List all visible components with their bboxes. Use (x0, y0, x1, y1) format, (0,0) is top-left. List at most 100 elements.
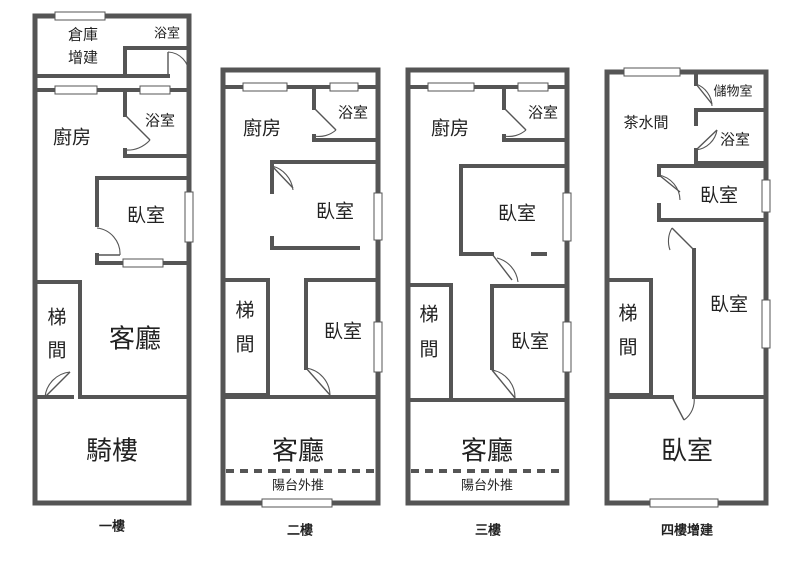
floor-2-door (305, 367, 331, 396)
floor-2-door (271, 165, 294, 189)
floor-2-plan: 廚房 浴室 臥室 梯 間 臥室 客廳 陽台外推 二樓 (220, 67, 383, 539)
floor-4-door (695, 129, 718, 151)
floor-3-bedroom-2-label: 臥室 (511, 331, 549, 353)
floor-4-title: 四樓增建 (661, 523, 713, 539)
floor-1-warehouse-label: 增建 (68, 49, 98, 67)
floor-2-bath-label: 浴室 (338, 104, 368, 122)
floor-2-door (271, 165, 294, 191)
floor-3-door (503, 107, 527, 131)
floor-1-stair-label: 間 (47, 340, 66, 362)
floor-3-bath-label: 浴室 (528, 104, 558, 122)
floor-1-title: 一樓 (99, 519, 125, 535)
floor-2-kitchen-label: 廚房 (243, 117, 281, 140)
floor-3-plan: 廚房 浴室 臥室 梯 間 臥室 客廳 陽台外推 三樓 (405, 67, 572, 539)
floor-1-door (167, 51, 190, 75)
floor-1-door (44, 371, 71, 398)
floor-4-window (761, 179, 771, 213)
floor-2-window (261, 498, 333, 508)
floor-1-door (124, 114, 151, 141)
floor-1-top-bath-label: 浴室 (154, 26, 180, 42)
floor-2-outer-wall (220, 67, 381, 506)
floor-2-living-label: 客廳 (272, 437, 324, 467)
floor-4-plan: 茶水間 儲物室 浴室 臥室 梯 間 臥室 臥室 四樓增建 (604, 67, 771, 539)
floor-4-door (695, 83, 713, 107)
floor-4-bedroom-wall (657, 164, 768, 177)
floor-2-bedroom-wall (270, 236, 360, 250)
floor-3-stair-label: 梯 (419, 304, 438, 326)
floor-3-door (503, 129, 527, 137)
floor-3-bedroom-wall (459, 164, 569, 256)
floor-1-top-bath-wall (123, 46, 191, 78)
floor-1-bath-wall (123, 148, 191, 158)
floor-2-door (305, 367, 331, 396)
floor-2-balcony-label: 陽台外推 (272, 479, 324, 494)
floor-1-stair-label: 梯 (47, 307, 66, 329)
floor-2-bath-wall (312, 134, 380, 142)
floor-2-door (313, 129, 337, 137)
floor-1-kitchen-label: 廚房 (53, 126, 91, 149)
floor-4-stair-label: 間 (618, 337, 637, 359)
floor-1-bath-label: 浴室 (145, 112, 175, 130)
floor-3-window (427, 82, 475, 92)
floor-3-door (491, 253, 513, 281)
floor-4-bedroom-2-label: 臥室 (710, 294, 748, 316)
floor-4-door (695, 83, 713, 105)
floor-4-window (649, 498, 719, 508)
floor-3-door (496, 257, 519, 283)
floor-4-outer-wall (604, 69, 769, 506)
floor-2-title: 二樓 (287, 523, 313, 539)
floor-2-stair-label: 梯 (235, 300, 254, 322)
floor-3-bath-wall (502, 134, 569, 142)
floor-1-window (184, 191, 194, 243)
floor-2-window (373, 192, 383, 241)
floor-1-arcade-label: 騎樓 (86, 437, 138, 467)
floor-2-window (329, 82, 359, 92)
floor-4-door (658, 174, 681, 201)
floor-4-door (683, 396, 695, 421)
floor-3-window (562, 321, 572, 373)
floor-4-stair-label: 梯 (618, 303, 637, 325)
floor-1-window (54, 11, 106, 21)
floor-1-bedroom-wall (95, 176, 191, 227)
floor-3-door (491, 369, 516, 399)
floor-1-window (122, 258, 164, 268)
floor-1-door (124, 139, 151, 151)
floor-2-stair-label: 間 (235, 334, 254, 356)
floor-4-window (761, 299, 771, 349)
floor-3-balcony-label: 陽台外推 (461, 479, 513, 494)
floor-1-plan: 倉庫 增建 浴室 廚房 浴室 臥室 梯 間 客廳 騎樓 一樓 (32, 11, 194, 535)
floor-3-kitchen-label: 廚房 (431, 117, 469, 140)
floor-3-outer-wall (405, 67, 570, 506)
floor-4-bedroom-wall (657, 203, 768, 222)
floor-3-door (491, 369, 516, 399)
floor-1-outer-wall (32, 13, 192, 506)
floor-2-door (313, 107, 337, 131)
floor-4-door (667, 227, 673, 251)
floor-4-door (671, 227, 695, 251)
floor-1-bedroom-label: 臥室 (127, 205, 165, 227)
floor-3-title: 三樓 (475, 523, 501, 539)
floor-1-door (44, 371, 71, 398)
floor-1-window (54, 85, 98, 95)
floor-1-warehouse-label: 倉庫 (68, 26, 98, 44)
floor-2-bedroom-1-label: 臥室 (316, 201, 354, 223)
floor-2-window (242, 82, 288, 92)
floor-4-door (658, 174, 681, 193)
floor-4-door (671, 396, 685, 421)
floor-4-bedroom-3-label: 臥室 (661, 437, 713, 467)
floor-1-stair-wall (33, 280, 82, 397)
floor-3-window (562, 192, 572, 242)
floor-4-storage-label: 儲物室 (713, 84, 752, 100)
floor-2-bedroom-wall (270, 160, 380, 194)
floor-4-tea-room-label: 茶水間 (623, 114, 668, 132)
floor-2-bedroom-2-label: 臥室 (324, 321, 362, 343)
floor-4-window (623, 67, 681, 77)
floor-1-window (139, 85, 171, 95)
floor-3-window (517, 82, 549, 92)
floor-4-bath-label: 浴室 (720, 131, 750, 149)
floor-2-window (373, 321, 383, 373)
floor-4-door (695, 129, 718, 151)
floor-1-door (96, 227, 121, 256)
floor-3-stair-label: 間 (419, 339, 438, 361)
